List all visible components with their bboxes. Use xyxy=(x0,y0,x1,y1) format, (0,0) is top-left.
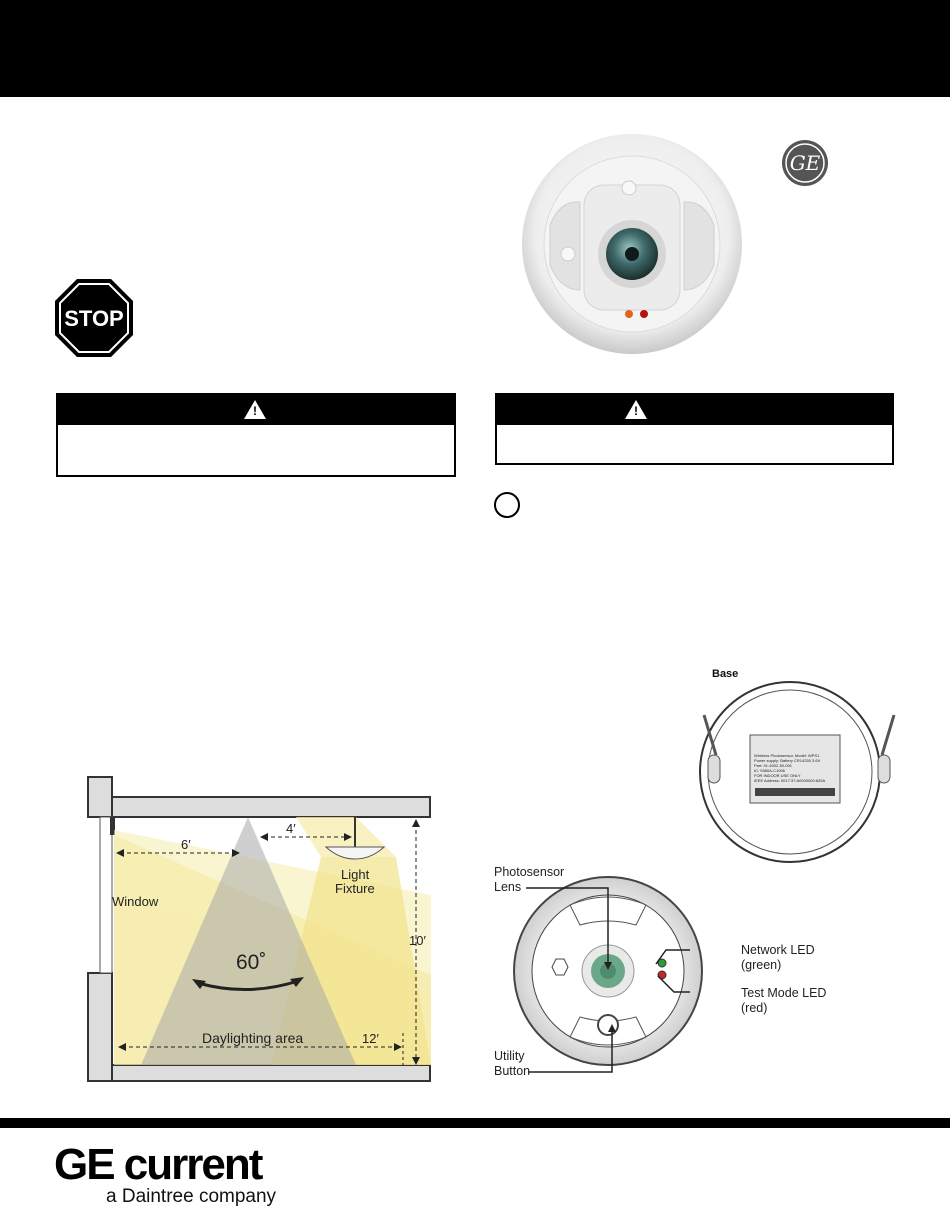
product-photo xyxy=(520,130,745,360)
svg-text:GE: GE xyxy=(790,151,821,175)
angle-label: 60˚ xyxy=(236,951,266,974)
daylighting-area-label: Daylighting area xyxy=(202,1030,303,1046)
warning-triangle-icon: ! xyxy=(625,400,647,419)
base-title: Base xyxy=(712,668,738,680)
warning-header: ! xyxy=(58,395,454,425)
logo-tagline: a Daintree company xyxy=(106,1186,277,1207)
fixture-label-2: Fixture xyxy=(335,881,375,896)
daylighting-diagram: 6′ 4′ 10′ 12′ 60˚ Window Light Fixture D… xyxy=(86,775,431,1085)
dim-12ft: 12′ xyxy=(362,1031,379,1046)
logo-wordmark: GE current xyxy=(54,1140,263,1189)
ge-current-logo: GE current xyxy=(54,1140,263,1190)
dim-10ft: 10′ xyxy=(409,933,426,948)
stop-sign-label: STOP xyxy=(64,306,124,331)
front-view-diagram xyxy=(512,863,707,1076)
header-bar xyxy=(0,0,950,97)
dim-6ft: 6′ xyxy=(181,837,191,852)
network-led-label: Network LED(green) xyxy=(741,943,815,972)
svg-text:IC: 9380A-C1006: IC: 9380A-C1006 xyxy=(754,768,786,773)
base-view-diagram: Base Wireless Photosensor, Model: WPS1 P… xyxy=(690,665,915,865)
svg-text:FOR INDOOR USE ONLY: FOR INDOOR USE ONLY xyxy=(754,773,801,778)
svg-text:IEEE Address: 0017:37:A0000000: IEEE Address: 0017:37:A0000000:625A xyxy=(754,778,825,783)
warning-box-right: ! xyxy=(495,393,894,465)
dim-4ft: 4′ xyxy=(286,821,296,836)
svg-text:Part: 91-4002-50-001: Part: 91-4002-50-001 xyxy=(754,763,793,768)
step-circle-icon xyxy=(494,492,520,518)
stop-sign-icon: STOP xyxy=(54,278,134,358)
warning-box-left: ! xyxy=(56,393,456,477)
warning-header: ! xyxy=(497,395,892,425)
warning-triangle-icon: ! xyxy=(244,400,266,419)
ge-logo-icon: GE xyxy=(780,138,830,188)
svg-text:Power supply: Battery CR14250: Power supply: Battery CR14250 3.6V xyxy=(754,758,821,763)
window-label: Window xyxy=(112,894,159,909)
footer-rule xyxy=(0,1118,950,1128)
svg-text:Wireless Photosensor, Model: W: Wireless Photosensor, Model: WPS1 xyxy=(754,753,820,758)
callout-leaders xyxy=(490,880,750,1080)
fixture-label-1: Light xyxy=(341,867,370,882)
test-mode-led-label: Test Mode LED(red) xyxy=(741,986,827,1015)
